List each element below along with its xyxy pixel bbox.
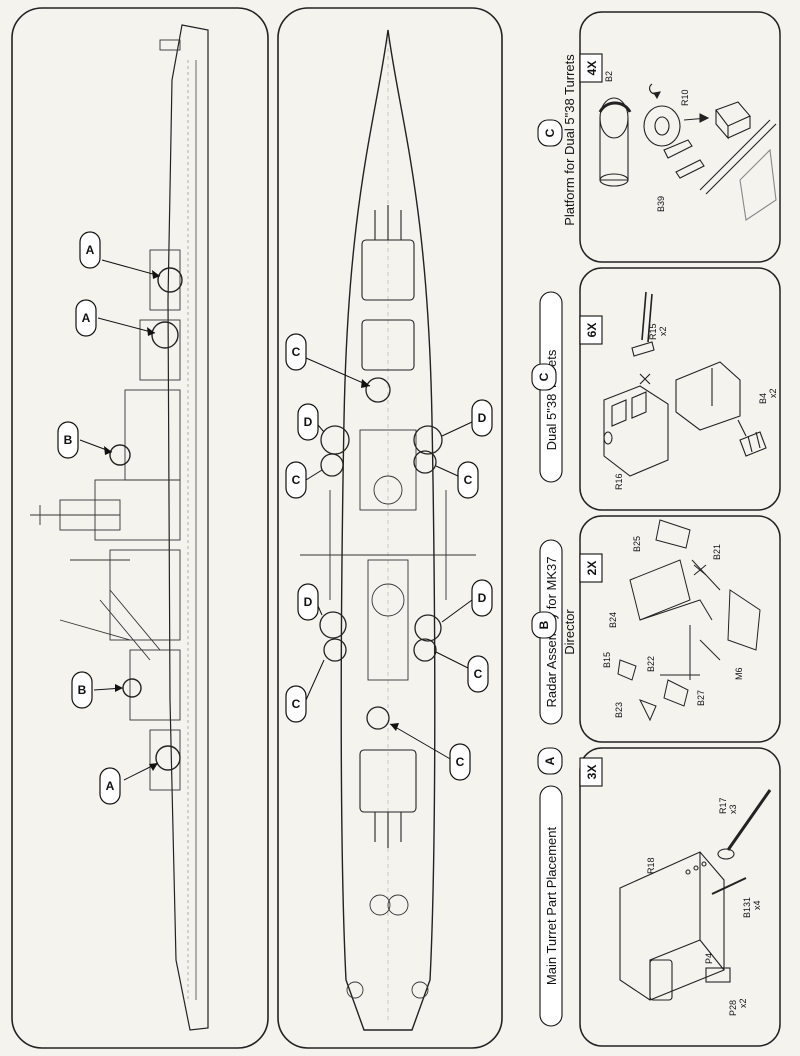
secondary-turret-positions <box>319 377 443 730</box>
svg-text:B25: B25 <box>632 536 642 552</box>
main-turrets <box>359 205 417 848</box>
svg-text:B39: B39 <box>656 196 666 212</box>
dual-turret-drawing <box>603 291 767 477</box>
svg-text:x2: x2 <box>738 998 748 1008</box>
step-b-count: 2X <box>585 561 599 576</box>
step-b-letter: B <box>537 620 551 629</box>
step-c2-panel: Platform for Dual 5"38 Turrets 4X <box>537 11 781 263</box>
top-superstructure <box>300 429 476 999</box>
step-a-part-labels: R18 R17 x3 B131 x4 P28 x2 P4 <box>646 797 762 1016</box>
callout-c-top-6: C <box>456 755 465 769</box>
step-a-panel: Main Turret Part Placement A 3X R18 R17 … <box>537 747 781 1047</box>
svg-text:R16: R16 <box>614 473 624 490</box>
callout-c-top-2: C <box>292 473 301 487</box>
radar-assembly-drawing <box>617 519 761 722</box>
svg-text:B23: B23 <box>614 702 624 718</box>
step-a-count: 3X <box>585 765 599 780</box>
svg-text:R15: R15 <box>648 323 658 340</box>
svg-text:B27: B27 <box>696 690 706 706</box>
svg-text:x2: x2 <box>768 388 778 398</box>
callout-c-top-5: C <box>474 667 483 681</box>
svg-text:x3: x3 <box>728 804 738 814</box>
step-c2-part-labels: B2 R10 B39 <box>604 71 690 212</box>
svg-text:B22: B22 <box>646 656 656 672</box>
svg-text:B2: B2 <box>604 71 614 82</box>
step-a-letter: A <box>543 756 557 765</box>
callout-d-top-3: D <box>478 411 487 425</box>
top-view-panel: C D C D C D C D C <box>277 7 503 1049</box>
step-a-title: Main Turret Part Placement <box>544 827 559 986</box>
callout-a-2: A <box>82 311 91 325</box>
top-callouts-left: C D C D C <box>285 333 371 723</box>
deck-outline <box>340 29 436 1031</box>
svg-text:B15: B15 <box>602 652 612 668</box>
callout-b-2: B <box>78 683 87 697</box>
main-turret-drawing <box>619 789 772 1001</box>
svg-text:P4: P4 <box>704 953 714 964</box>
svg-text:P28: P28 <box>728 1000 738 1016</box>
step-c-panel: Dual 5"38 Turrets 6X R15 x2 R16 B4 <box>531 267 781 511</box>
step-c2-letter: C <box>543 128 557 137</box>
hull-profile <box>167 24 209 1031</box>
step-c2-count: 4X <box>585 61 599 76</box>
callout-d-top-4: D <box>478 591 487 605</box>
svg-text:x2: x2 <box>658 326 668 336</box>
callout-a-3: A <box>106 779 115 793</box>
svg-text:B24: B24 <box>608 612 618 628</box>
svg-text:R18: R18 <box>646 857 656 874</box>
callout-c-top-4: C <box>464 473 473 487</box>
step-b-title-line2: Director <box>562 609 577 655</box>
svg-text:R10: R10 <box>680 89 690 106</box>
step-c-part-labels: R15 x2 R16 B4 x2 <box>614 323 778 490</box>
callout-c-top-1: C <box>292 345 301 359</box>
step-b-part-labels: B25 B21 B24 B22 B15 B23 B27 M6 <box>602 536 744 718</box>
svg-text:M6: M6 <box>734 667 744 680</box>
svg-text:B4: B4 <box>758 393 768 404</box>
callout-c-top-3: C <box>292 697 301 711</box>
callout-b-1: B <box>64 433 73 447</box>
platform-drawing <box>598 83 777 221</box>
callout-d-top-1: D <box>304 415 313 429</box>
step-c2-title: Platform for Dual 5"38 Turrets <box>562 54 577 226</box>
side-view-panel: A A B B A <box>11 7 269 1049</box>
side-callouts: A A B B A <box>57 231 161 805</box>
step-c-count: 6X <box>585 323 599 338</box>
svg-text:R17: R17 <box>718 797 728 814</box>
top-callouts-right: D C D C C <box>389 399 493 781</box>
svg-text:x4: x4 <box>752 900 762 910</box>
step-c-letter: C <box>537 372 551 381</box>
svg-text:B21: B21 <box>712 544 722 560</box>
callout-a-1: A <box>86 243 95 257</box>
svg-text:B131: B131 <box>742 897 752 918</box>
step-b-panel: Radar Assembly for MK37 Director 2X <box>531 515 781 743</box>
callout-d-top-2: D <box>304 595 313 609</box>
superstructure <box>30 39 181 791</box>
